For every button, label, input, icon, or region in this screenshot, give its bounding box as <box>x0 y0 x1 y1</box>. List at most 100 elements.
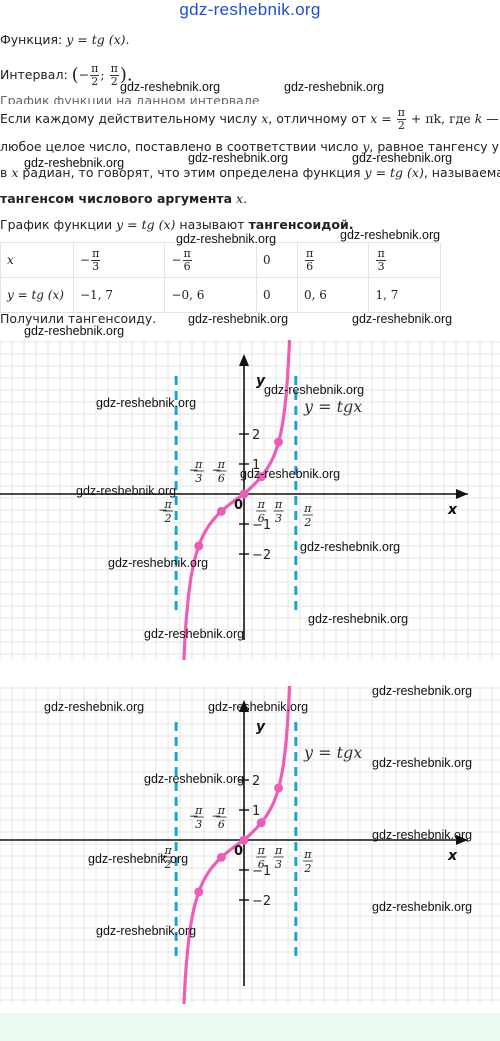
fraction-numerator: π <box>274 498 283 511</box>
watermark: gdz-reshebnik.org <box>144 627 245 641</box>
watermark: gdz-reshebnik.org <box>188 151 289 165</box>
watermark: gdz-reshebnik.org <box>144 772 245 786</box>
data-point <box>239 489 249 499</box>
fraction-denominator: 3 <box>275 858 282 871</box>
function-line: Функция: y = tg (x). <box>0 32 130 48</box>
definition-line-4: тангенсом числового аргумента x. <box>0 191 248 206</box>
y-tick-label: −2 <box>252 894 271 909</box>
x-axis-label: x <box>447 848 458 864</box>
table-row: y = tg (x) −1, 7 −0, 6 0 0, 6 1, 7 <box>0 277 441 313</box>
function-formula: y = tg (x). <box>66 32 130 47</box>
y-tick-label: −1 <box>252 864 271 879</box>
watermark: gdz-reshebnik.org <box>120 80 221 94</box>
watermark: gdz-reshebnik.org <box>24 156 125 170</box>
watermark: gdz-reshebnik.org <box>176 232 277 246</box>
site-link[interactable]: gdz-reshebnik.org <box>179 0 321 19</box>
x-axis-arrow <box>456 489 468 499</box>
fraction-denominator: 3 <box>275 512 282 525</box>
data-point <box>194 887 204 897</box>
table-cell: 0 <box>255 277 299 313</box>
data-point <box>216 506 226 516</box>
watermark: gdz-reshebnik.org <box>372 756 473 770</box>
y-axis-label: y <box>256 373 266 389</box>
fraction-denominator: 6 <box>258 512 265 525</box>
fraction-minus: − <box>211 809 221 823</box>
data-point <box>274 437 284 447</box>
fraction-minus: − <box>189 463 199 477</box>
data-point <box>256 818 266 828</box>
watermark: gdz-reshebnik.org <box>188 312 289 326</box>
watermark: gdz-reshebnik.org <box>300 540 401 554</box>
interval-label: Интервал: <box>0 67 68 82</box>
y-tick-label: 2 <box>252 774 260 789</box>
fraction-numerator: π <box>303 502 312 515</box>
data-point <box>274 783 284 793</box>
bottom-band <box>0 1013 500 1041</box>
watermark: gdz-reshebnik.org <box>208 700 309 714</box>
fraction-denominator: 2 <box>303 862 311 875</box>
fraction-numerator: π <box>257 844 266 857</box>
watermark: gdz-reshebnik.org <box>88 852 189 866</box>
y-axis-arrow <box>239 354 249 366</box>
table-cell: −1, 7 <box>72 277 166 313</box>
x-axis-arrow <box>456 835 468 845</box>
fraction-numerator: π <box>217 458 226 471</box>
fraction-denominator: 6 <box>218 818 225 831</box>
watermark: gdz-reshebnik.org <box>284 80 385 94</box>
watermark: gdz-reshebnik.org <box>44 700 145 714</box>
data-point <box>256 472 266 482</box>
watermark: gdz-reshebnik.org <box>340 228 441 242</box>
watermark: gdz-reshebnik.org <box>352 312 453 326</box>
watermark: gdz-reshebnik.org <box>96 396 197 410</box>
watermark: gdz-reshebnik.org <box>308 612 409 626</box>
definition-line-3: в x радиан, то говорят, что этим определ… <box>0 165 500 180</box>
fraction-numerator: π <box>164 844 173 857</box>
curve-label: y = tgx <box>303 743 362 762</box>
y-tick-label: 1 <box>252 458 260 473</box>
y-axis-label: y <box>256 719 266 735</box>
definition-line-1: Если каждому действительному числу x, от… <box>0 104 499 134</box>
watermark: gdz-reshebnik.org <box>76 484 177 498</box>
fraction-minus: − <box>158 849 168 863</box>
table-cell: 0, 6 <box>297 277 370 313</box>
fraction-minus: − <box>158 503 168 517</box>
result-text: Получили тангенсоиду. <box>0 311 157 326</box>
fraction-denominator: 6 <box>218 472 225 485</box>
fraction-numerator: π <box>194 458 203 471</box>
y-tick-label: −2 <box>252 548 271 563</box>
origin-label: 0 <box>234 498 243 513</box>
watermark: gdz-reshebnik.org <box>108 556 209 570</box>
origin-label: 0 <box>234 844 243 859</box>
fraction-denominator: 3 <box>195 472 202 485</box>
fraction-minus: − <box>189 809 199 823</box>
fraction-minus: − <box>211 463 221 477</box>
fraction-numerator: π <box>303 848 312 861</box>
watermark: gdz-reshebnik.org <box>372 684 473 698</box>
data-point <box>216 852 226 862</box>
function-label: Функция: <box>0 32 63 47</box>
watermark: gdz-reshebnik.org <box>264 383 365 397</box>
fraction-denominator: 2 <box>164 858 172 871</box>
curve-label: y = tgx <box>303 397 362 416</box>
fraction-numerator: π <box>274 844 283 857</box>
data-point <box>194 541 204 551</box>
watermark: gdz-reshebnik.org <box>372 828 473 842</box>
fraction-denominator: 2 <box>303 516 311 529</box>
data-point <box>239 835 249 845</box>
y-tick-label: 1 <box>252 804 260 819</box>
fraction-numerator: π <box>257 498 266 511</box>
fraction-denominator: 2 <box>164 512 172 525</box>
y-tick-label: −1 <box>252 518 271 533</box>
watermark: gdz-reshebnik.org <box>96 924 197 938</box>
table-cell: 1, 7 <box>368 277 441 313</box>
table-cell: −0, 6 <box>164 277 257 313</box>
fraction-numerator: π <box>164 498 173 511</box>
definition-line-5: График функции y = tg (x) называют танге… <box>0 217 354 232</box>
